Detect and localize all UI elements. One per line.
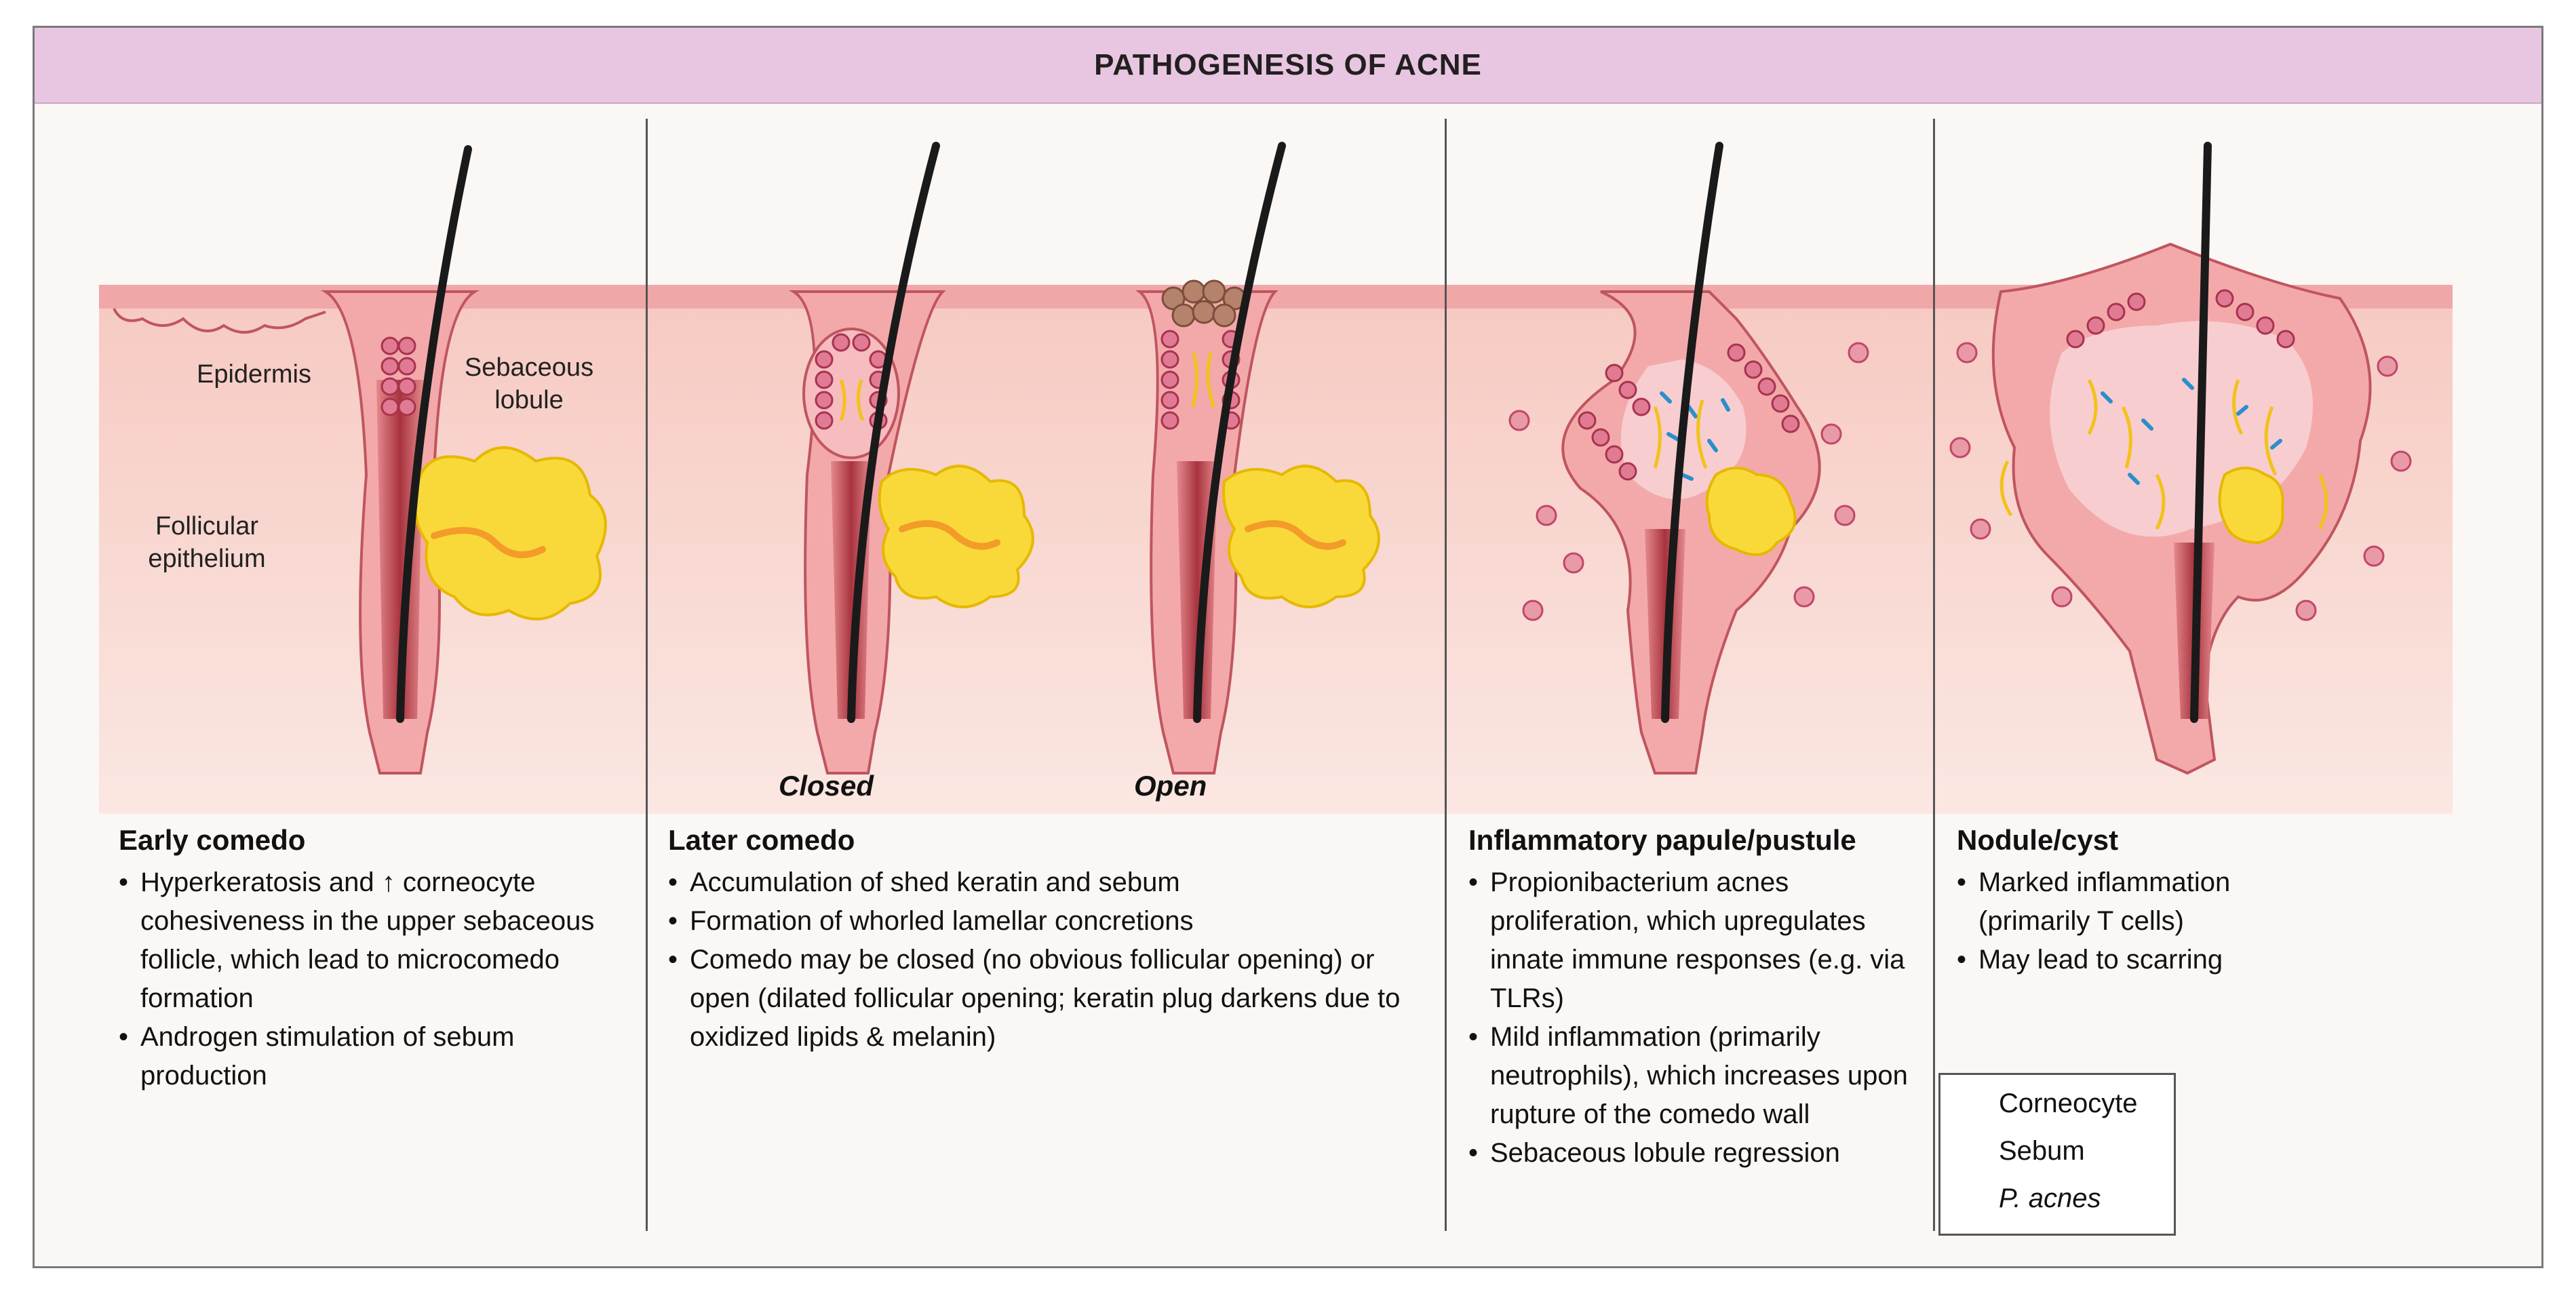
follicle-closed-comedo [788,142,1034,775]
panel-inflammatory-papule: Inflammatory papule/pustule Propionibact… [1468,824,1923,1173]
legend-item-sebum: Sebum [1954,1136,2085,1166]
sebum-strands [1999,378,2328,530]
panel-early-comedo: Early comedo Hyperkeratosis and ↑ corneo… [119,824,634,1095]
legend: Corneocyte Sebum P. acnes [1938,1073,2176,1236]
hair-shaft [1193,142,1286,723]
epidermis-layer [99,285,2453,309]
p-acnes-bacteria [2101,378,2282,485]
panel-divider-3 [1933,119,1935,1231]
legend-label: P. acnes [1999,1183,2101,1213]
sebaceous-gland [1705,467,1797,556]
panel-divider-1 [646,119,648,1231]
label-sebaceous-lobule: Sebaceous lobule [464,353,594,414]
bullet: Mild inflammation (primarily neutrophils… [1468,1018,1923,1134]
follicle-papule-pustule [1508,142,1869,775]
t-cells [1949,342,2412,621]
corneocyte-cluster [1578,343,1800,481]
legend-item-corneocyte: Corneocyte [1954,1089,2138,1119]
follicle-open-comedo [1135,142,1380,775]
hair-shaft [2190,142,2212,723]
neutrophils [1508,342,1869,621]
keratin-plug [1161,279,1247,328]
follicle-nodule-cyst [1949,142,2412,775]
follicle-early-comedo [113,145,607,775]
panel-nodule-cyst: Nodule/cyst Marked inflammation (primari… [1957,824,2337,979]
legend-item-p-acnes: P. acnes [1954,1183,2101,1214]
panel-heading: Later comedo [668,824,855,856]
bullet: Androgen stimulation of sebum production [119,1018,634,1095]
bullet: Comedo may be closed (no obvious follicu… [668,941,1428,1057]
corneocyte-cluster [380,336,416,416]
bullet: Hyperkeratosis and ↑ corneocyte cohesive… [119,863,634,1018]
hair-shaft [847,142,940,723]
bullet: Propionibacterium acnes proliferation, w… [1468,863,1923,1018]
corneocyte-cluster [2066,289,2295,349]
legend-label: Sebum [1999,1136,2085,1166]
bullet: Marked inflammation (primarily T cells) [1957,863,2337,941]
sebaceous-gland [2218,467,2284,545]
sebaceous-gland [414,446,607,621]
label-epidermis: Epidermis [197,360,311,389]
legend-label: Corneocyte [1999,1089,2138,1118]
caption-open: Open [1134,770,1207,802]
panel-later-comedo: Later comedo Accumulation of shed kerati… [668,824,1428,1057]
label-follicular-epithelium: Follicular epithelium [148,512,266,573]
panel-divider-2 [1445,119,1447,1231]
panel-heading: Inflammatory papule/pustule [1468,824,1856,856]
bullet: May lead to scarring [1957,941,2337,979]
title-bar: PATHOGENESIS OF ACNE [35,28,2541,104]
hair-shaft [1661,142,1723,723]
bullet: Accumulation of shed keratin and sebum [668,863,1428,902]
panel-heading: Nodule/cyst [1957,824,2119,856]
bullet: Formation of whorled lamellar concretion… [668,902,1428,941]
caption-closed: Closed [779,770,874,802]
figure-title: PATHOGENESIS OF ACNE [1094,48,1482,81]
panel-heading: Early comedo [119,824,306,856]
p-acnes-bacteria [1660,391,1730,481]
bullet: Sebaceous lobule regression [1468,1134,1923,1173]
hair-shaft [396,145,472,723]
